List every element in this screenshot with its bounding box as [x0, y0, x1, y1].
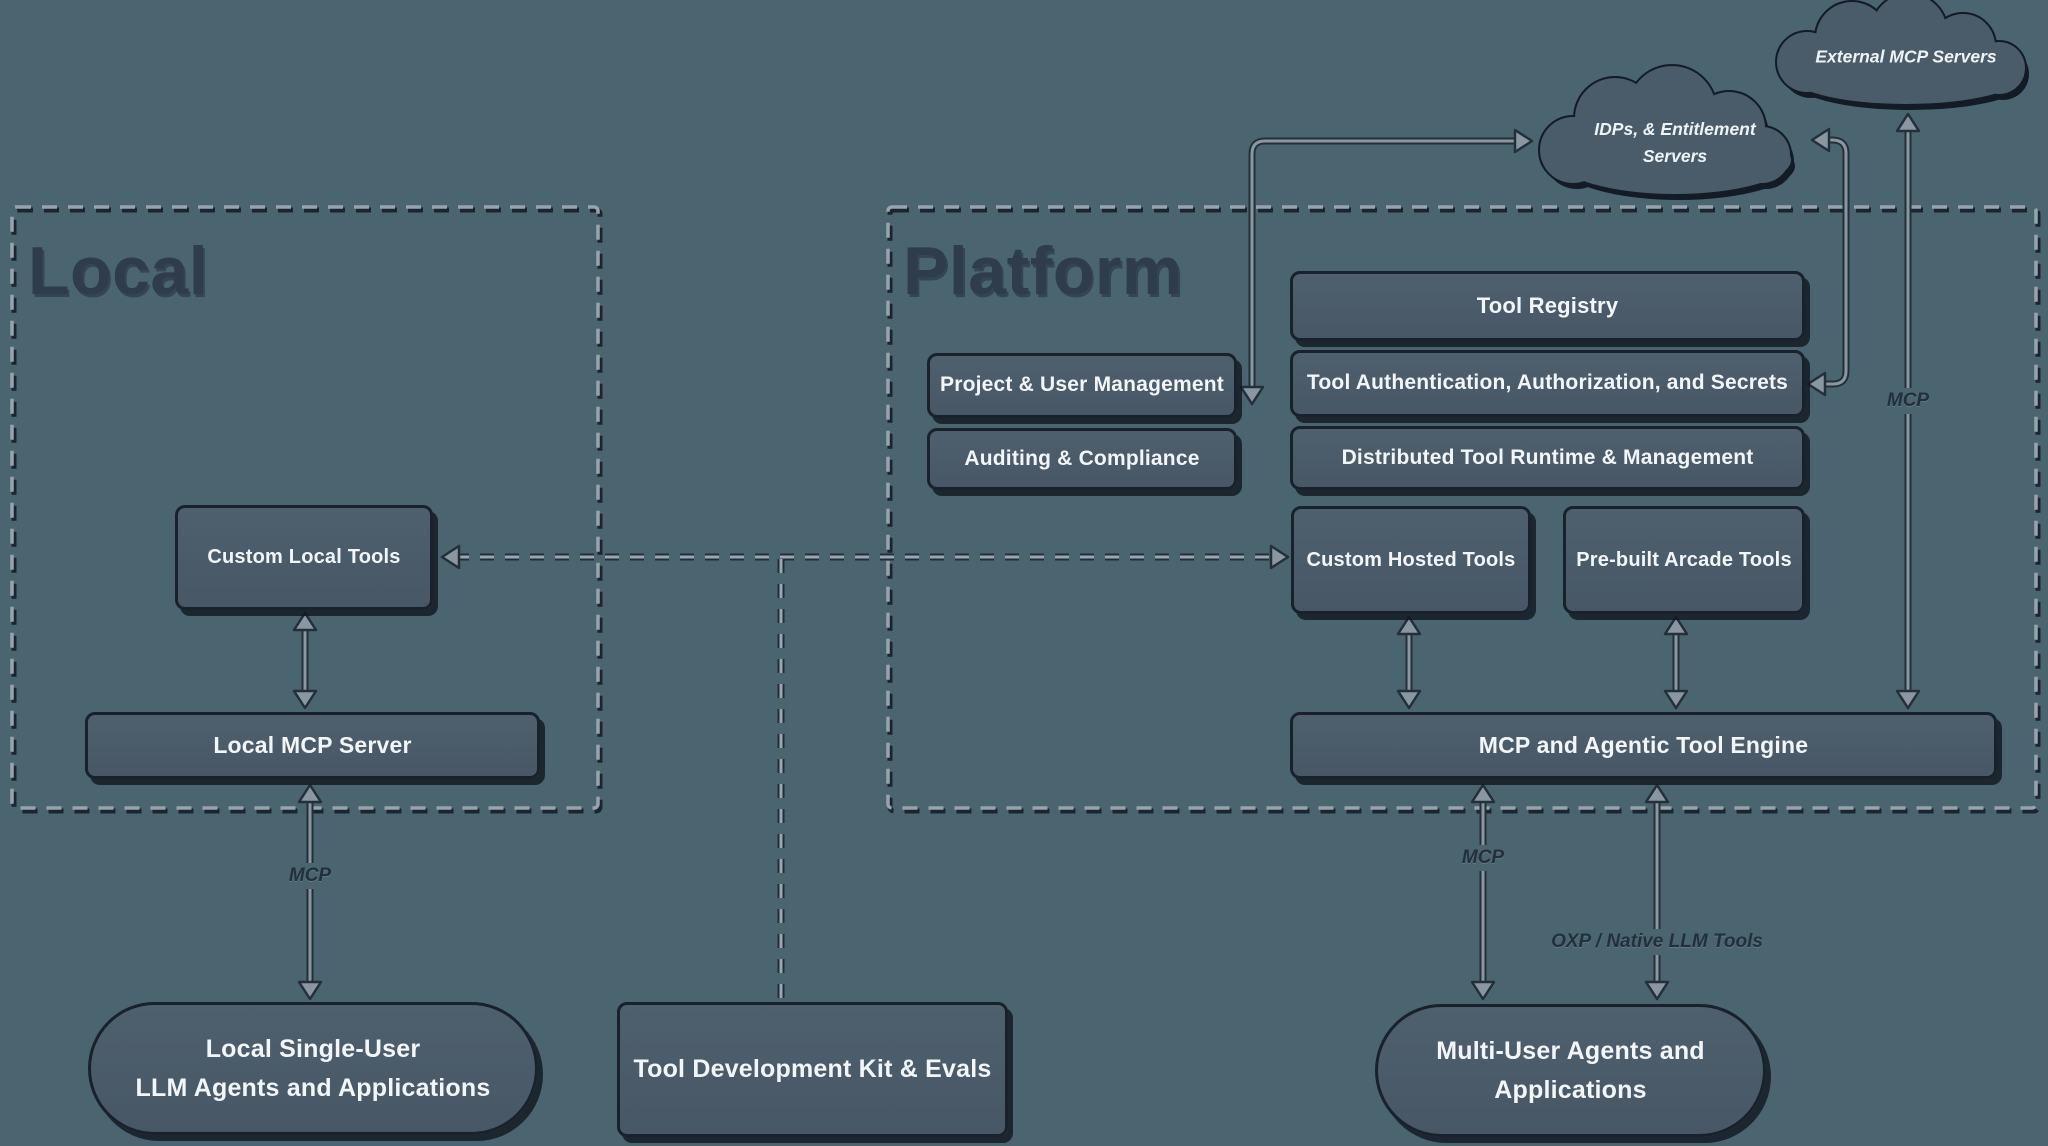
node-multi-user-agents: Multi-User Agents and Applications: [1375, 1004, 1766, 1137]
connector-project-to-idps: [1239, 128, 1534, 406]
node-project-user-management: Project & User Management: [927, 353, 1237, 418]
idps-entitlement-cloud: [1538, 64, 1795, 200]
edge-label-oxp: OXP / Native LLM Tools: [1544, 929, 1770, 955]
idps-label-line1: IDPs, & Entitlement: [1594, 118, 1756, 139]
node-label-line1: Local Single-User: [205, 1034, 421, 1063]
node-label-line2: LLM Agents and Applications: [135, 1073, 491, 1102]
node-local-mcp-server: Local MCP Server: [85, 712, 540, 779]
connector-engine-multiuser-oxp: [1644, 783, 1670, 1001]
node-auditing-compliance: Auditing & Compliance: [927, 428, 1237, 490]
edge-label-external-mcp: MCP: [1879, 388, 1937, 414]
node-label: Custom Hosted Tools: [1306, 548, 1516, 571]
node-label-line2: Applications: [1494, 1075, 1647, 1104]
external-mcp-servers-cloud: [1775, 0, 2029, 110]
node-tool-development-kit: Tool Development Kit & Evals: [617, 1002, 1008, 1137]
platform-zone-title: Platform: [903, 233, 1183, 309]
node-distributed-runtime: Distributed Tool Runtime & Management: [1290, 426, 1805, 490]
connector-customlocal-localmcp: [292, 611, 318, 710]
connector-toolauth-to-idps: [1806, 127, 1850, 397]
connector-localmcp-agents: [297, 783, 323, 1001]
connector-engine-multiuser-mcp: [1470, 783, 1496, 1001]
connector-hosted-engine: [1396, 615, 1422, 710]
local-container-border: [10, 205, 603, 814]
platform-container-border: [886, 205, 2041, 814]
node-local-single-user-agents: Local Single-User LLM Agents and Applica…: [88, 1002, 538, 1135]
node-tool-authentication: Tool Authentication, Authorization, and …: [1290, 350, 1805, 417]
idps-entitlement-label: IDPs, & Entitlement Servers: [1594, 116, 1755, 170]
node-custom-local-tools: Custom Local Tools: [175, 505, 433, 610]
node-tool-registry: Tool Registry: [1290, 271, 1805, 341]
node-label-line1: Multi-User Agents and: [1436, 1036, 1705, 1065]
external-mcp-servers-label: External MCP Servers: [1815, 46, 1997, 67]
node-label: MCP and Agentic Tool Engine: [1478, 731, 1809, 758]
node-label: Local MCP Server: [213, 731, 412, 758]
node-prebuilt-arcade-tools: Pre-built Arcade Tools: [1563, 506, 1805, 614]
node-label: Pre-built Arcade Tools: [1576, 548, 1792, 571]
connector-dashed-tools: [440, 544, 1290, 1000]
node-label: Auditing & Compliance: [964, 446, 1200, 470]
node-label: Tool Development Kit & Evals: [633, 1055, 992, 1084]
node-mcp-agentic-tool-engine: MCP and Agentic Tool Engine: [1290, 712, 1997, 779]
node-label: Tool Registry: [1476, 292, 1619, 318]
connector-prebuilt-engine: [1663, 615, 1689, 710]
idps-label-line2: Servers: [1642, 146, 1708, 166]
node-label: Project & User Management: [940, 373, 1224, 397]
node-label: Custom Local Tools: [207, 546, 401, 568]
edge-label-platform-mcp: MCP: [1454, 845, 1512, 871]
edge-label-local-mcp: MCP: [281, 863, 339, 889]
node-label: Tool Authentication, Authorization, and …: [1306, 371, 1789, 395]
node-label: Distributed Tool Runtime & Management: [1341, 445, 1754, 469]
local-zone-title: Local: [28, 233, 209, 309]
node-custom-hosted-tools: Custom Hosted Tools: [1291, 506, 1531, 614]
